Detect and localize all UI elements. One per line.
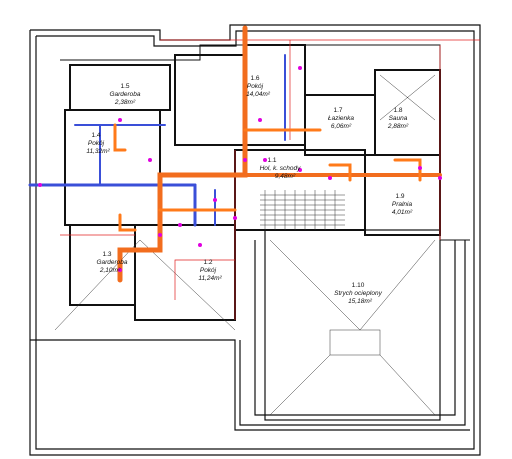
svg-text:1.3: 1.3 xyxy=(102,251,111,258)
svg-text:1.6: 1.6 xyxy=(250,75,259,82)
svg-text:14,04m²: 14,04m² xyxy=(246,91,271,98)
room-label-1-6: 1.6 Pokój 14,04m² xyxy=(246,75,271,98)
svg-text:Hol, k. schody: Hol, k. schody xyxy=(260,165,302,172)
room-label-1-2: 1.2 Pokój 11,24m² xyxy=(198,259,222,282)
svg-text:9,48m²: 9,48m² xyxy=(275,173,296,180)
interior-walls xyxy=(64,44,441,421)
svg-text:Łazienka: Łazienka xyxy=(328,115,354,122)
svg-text:Pokój: Pokój xyxy=(247,83,264,90)
svg-text:11,24m²: 11,24m² xyxy=(198,275,222,282)
red-grid-lines xyxy=(60,39,480,320)
svg-text:Strych ocieplony: Strych ocieplony xyxy=(334,290,382,297)
svg-text:Pokój: Pokój xyxy=(88,140,105,147)
svg-text:Garderoba: Garderoba xyxy=(109,91,140,98)
room-label-1-7: 1.7 Łazienka 6,06m² xyxy=(328,107,354,130)
svg-text:1.5: 1.5 xyxy=(120,83,129,90)
room-label-1-10: 1.10 Strych ocieplony 15,18m² xyxy=(334,282,382,305)
svg-text:2,88m²: 2,88m² xyxy=(387,123,409,130)
outer-walls xyxy=(29,24,481,456)
roof-hatch xyxy=(54,74,436,416)
stairs xyxy=(260,190,345,230)
svg-text:2,38m²: 2,38m² xyxy=(114,99,136,106)
ventilation-ducts xyxy=(28,25,442,283)
svg-text:1.4: 1.4 xyxy=(91,132,100,139)
svg-text:1.2: 1.2 xyxy=(203,259,212,266)
svg-text:Sauna: Sauna xyxy=(389,115,408,122)
room-label-1-5: 1.5 Garderoba 2,38m² xyxy=(109,83,140,106)
room-label-1-8: 1.8 Sauna 2,88m² xyxy=(387,107,409,130)
room-label-1-3: 1.3 Garderoba 2,10m² xyxy=(96,251,127,274)
svg-text:11,32m²: 11,32m² xyxy=(86,148,110,155)
svg-text:Garderoba: Garderoba xyxy=(96,259,127,266)
room-label-1-9: 1.9 Pralnia 4,01m² xyxy=(392,193,413,216)
svg-text:Pokój: Pokój xyxy=(200,267,217,274)
svg-text:1.10: 1.10 xyxy=(352,282,365,289)
svg-text:1.1: 1.1 xyxy=(267,157,276,164)
room-label-1-4: 1.4 Pokój 11,32m² xyxy=(86,132,110,155)
svg-text:1.8: 1.8 xyxy=(393,107,402,114)
svg-text:4,01m²: 4,01m² xyxy=(392,209,413,216)
room-label-1-1: 1.1 Hol, k. schody 9,48m² xyxy=(260,157,302,180)
svg-text:Pralnia: Pralnia xyxy=(392,201,413,208)
svg-text:1.9: 1.9 xyxy=(395,193,404,200)
duct-markers xyxy=(38,66,442,272)
svg-text:1.7: 1.7 xyxy=(333,107,342,114)
svg-text:15,18m²: 15,18m² xyxy=(348,298,373,305)
svg-text:6,06m²: 6,06m² xyxy=(331,123,352,130)
svg-text:2,10m²: 2,10m² xyxy=(99,267,121,274)
